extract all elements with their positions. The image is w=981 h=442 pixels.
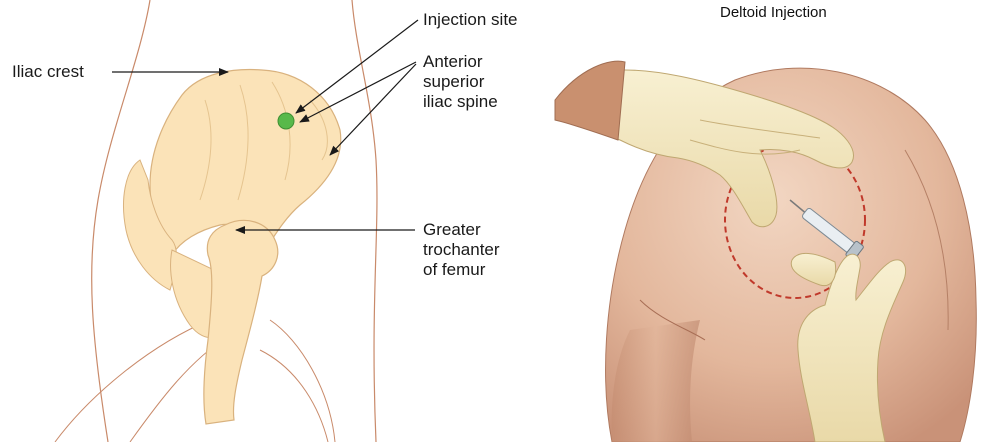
thigh-line-right (270, 320, 335, 442)
thigh-line-far (260, 350, 328, 442)
injection-site-marker (278, 113, 294, 129)
deltoid-injection-title: Deltoid Injection (720, 4, 827, 21)
deltoid-diagram (555, 61, 976, 442)
greater-trochanter-line-1: Greater (423, 220, 500, 240)
glove-cuff (555, 61, 625, 140)
greater-trochanter-line-3: of femur (423, 260, 500, 280)
asis-label-line-3: iliac spine (423, 92, 498, 112)
femur-bone (204, 220, 278, 424)
iliac-crest-label: Iliac crest (12, 62, 84, 82)
hip-diagram (55, 0, 418, 442)
asis-label-line-1: Anterior (423, 52, 498, 72)
hip-body-outline-right (352, 0, 377, 442)
anterior-superior-iliac-spine-label: Anterior superior iliac spine (423, 52, 498, 112)
asis-label-line-2: superior (423, 72, 498, 92)
injection-site-label: Injection site (423, 10, 518, 30)
greater-trochanter-label: Greater trochanter of femur (423, 220, 500, 280)
thigh-line-left (55, 320, 210, 442)
greater-trochanter-line-2: trochanter (423, 240, 500, 260)
